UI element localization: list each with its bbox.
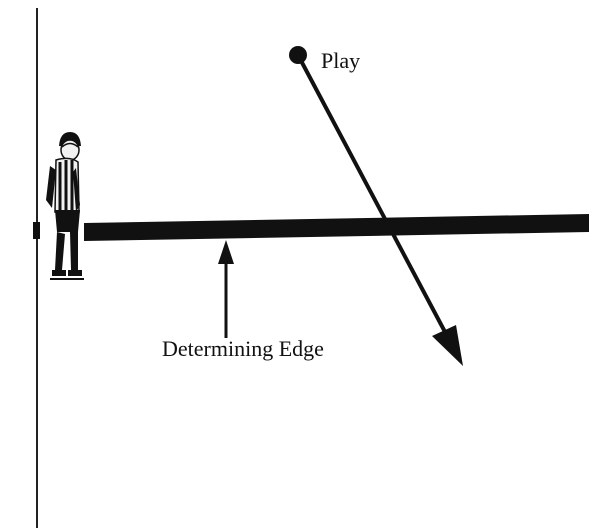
line-end-segment bbox=[33, 222, 40, 239]
play-arrowhead bbox=[432, 325, 463, 366]
referee-figure-icon bbox=[46, 132, 84, 279]
edge-pointer-arrow bbox=[218, 240, 234, 338]
determining-line bbox=[84, 214, 589, 241]
play-label: Play bbox=[321, 48, 360, 74]
determining-edge-label: Determining Edge bbox=[162, 336, 324, 362]
play-path bbox=[289, 46, 463, 366]
